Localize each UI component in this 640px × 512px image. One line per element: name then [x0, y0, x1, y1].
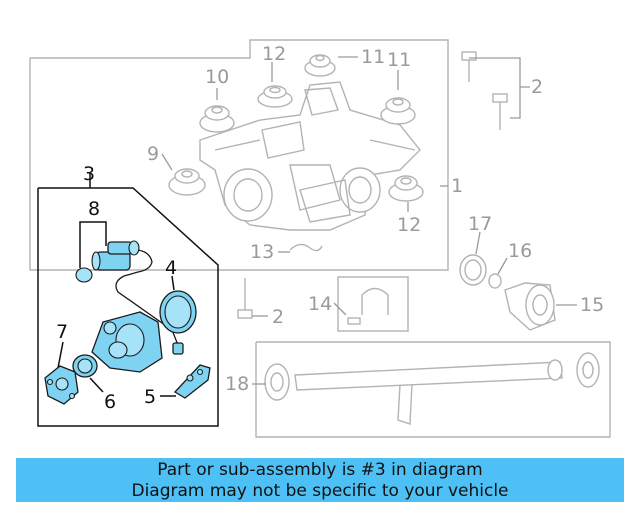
- callout-3: 3: [83, 163, 95, 185]
- kit-14-box: [337, 276, 409, 332]
- bushing-9: [168, 168, 206, 196]
- bracket-5: [173, 364, 211, 399]
- callout-1: 1: [451, 175, 463, 197]
- callout-16: 16: [508, 240, 532, 262]
- callout-17: 17: [468, 213, 492, 235]
- callout-12-top: 12: [262, 43, 286, 65]
- bushing-10: [199, 105, 235, 133]
- subframe-drawing: [199, 81, 421, 231]
- callout-2-lower: 2: [272, 306, 284, 328]
- subframe-frame: [29, 39, 449, 271]
- clip-13: [289, 243, 323, 252]
- callout-4: 4: [165, 257, 177, 279]
- flange-7: [44, 365, 79, 405]
- callout-13: 13: [250, 241, 274, 263]
- driveshaft-drawing: [264, 352, 600, 425]
- bushing-12-top: [257, 85, 293, 108]
- callout-5: 5: [144, 386, 156, 408]
- o-ring-8: [75, 267, 93, 283]
- flange-15: [504, 282, 556, 331]
- nut-icon: [347, 317, 361, 325]
- callout-8: 8: [88, 198, 100, 220]
- bushing-12-right: [388, 175, 424, 202]
- leader-lines: [57, 56, 577, 397]
- callout-14: 14: [308, 293, 332, 315]
- notice-line-2: Diagram may not be specific to your vehi…: [131, 481, 509, 501]
- callout-9: 9: [147, 143, 159, 165]
- seal-17: [459, 254, 487, 286]
- actuator-housing: [91, 311, 163, 373]
- bolt-2-lower: [237, 278, 253, 319]
- callout-11-top: 11: [361, 46, 385, 68]
- callout-11-right: 11: [387, 49, 411, 71]
- callout-7: 7: [56, 321, 68, 343]
- sensor-8: [91, 240, 140, 271]
- callout-6: 6: [104, 391, 116, 413]
- callout-10: 10: [205, 66, 229, 88]
- connector-plug: [172, 342, 184, 355]
- ring-16: [488, 273, 502, 289]
- bolt-2-mid: [492, 93, 508, 130]
- notice-line-1: Part or sub-assembly is #3 in diagram: [157, 460, 483, 480]
- assembly-3-frame: [37, 187, 219, 427]
- callout-18: 18: [225, 373, 249, 395]
- wire-harness: [115, 249, 179, 346]
- bolt-2-top: [461, 51, 477, 82]
- parts-diagram: 1 2 2 3 4 5 6 7 8 9 10 11 11 12 12 13 14…: [29, 39, 611, 438]
- diagram-notice-banner: Part or sub-assembly is #3 in diagram Di…: [16, 458, 624, 502]
- u-bolt-icon: [361, 287, 389, 315]
- bushing-11-top: [304, 54, 336, 77]
- bushing-11-right: [380, 97, 416, 125]
- driveshaft-frame: [255, 341, 611, 438]
- callout-15: 15: [580, 294, 604, 316]
- callout-12-right: 12: [397, 214, 421, 236]
- callout-2-top: 2: [531, 76, 543, 98]
